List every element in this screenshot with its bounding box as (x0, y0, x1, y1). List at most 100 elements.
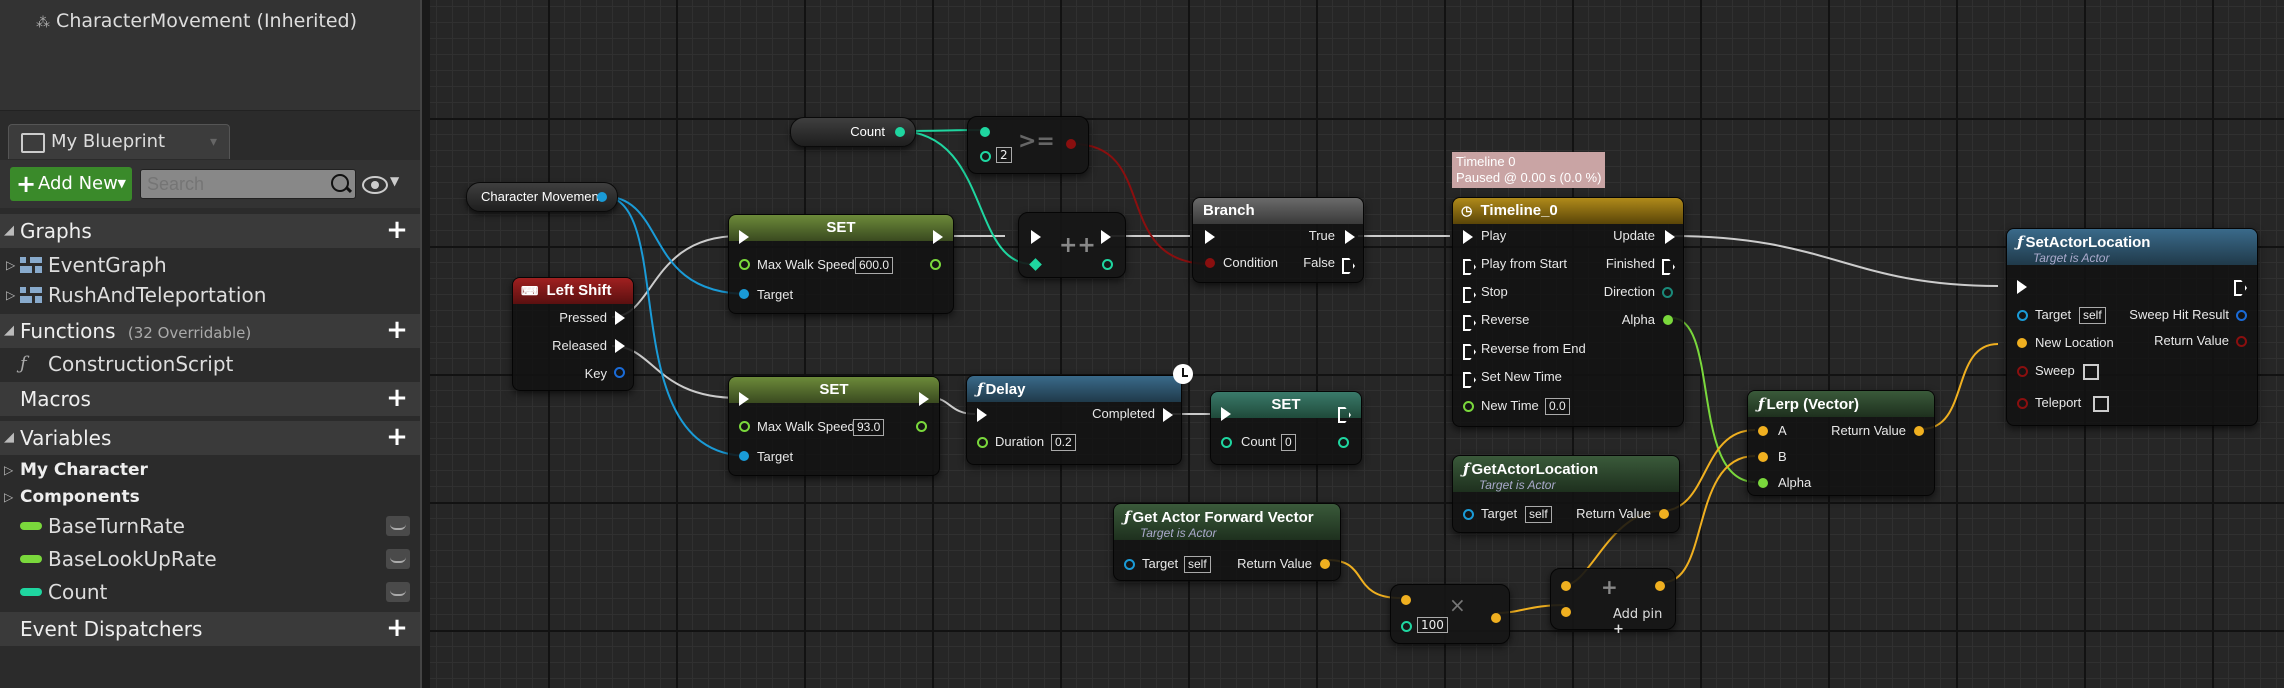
value-box[interactable]: 93.0 (853, 419, 885, 436)
node-timeline[interactable]: ◷ Timeline_0 Play Play from Start Stop R… (1452, 197, 1684, 427)
node-increment[interactable]: ++ (1018, 212, 1126, 278)
vector-pin-a[interactable] (1758, 426, 1768, 436)
collapse-icon[interactable]: ◢ (4, 323, 14, 338)
collapse-icon[interactable]: ◢ (4, 430, 14, 445)
float-pin[interactable] (739, 259, 750, 270)
exec-out-pin[interactable] (919, 392, 929, 406)
node-set-max-walk-speed-1[interactable]: SET Max Walk Speed 600.0 Target (728, 214, 954, 314)
hit-result-pin[interactable] (2236, 310, 2247, 321)
int-out-pin[interactable] (1338, 437, 1349, 448)
exec-in-pin[interactable] (2017, 280, 2027, 294)
exec-true-pin[interactable] (1345, 230, 1355, 244)
vector-pin[interactable] (2017, 338, 2027, 348)
search-icon[interactable] (331, 174, 349, 192)
exec-in-pin[interactable] (1031, 230, 1041, 244)
expand-icon[interactable]: ▷ (4, 490, 14, 504)
exec-pressed-pin[interactable] (615, 311, 625, 325)
node-set-count[interactable]: SET Count 0 (1210, 391, 1362, 465)
float-alpha-pin[interactable] (1758, 478, 1768, 488)
vector-pin-b[interactable] (1758, 452, 1768, 462)
float-pin[interactable] (1463, 401, 1474, 412)
exec-pin[interactable] (1463, 287, 1476, 303)
close-icon[interactable]: ▾ (209, 134, 217, 150)
exec-out-pin[interactable] (2234, 280, 2247, 296)
variable-item[interactable]: BaseTurnRate (0, 510, 420, 542)
graph-item-rush[interactable]: ▷ RushAndTeleportation (0, 280, 420, 310)
section-macros[interactable]: Macros + (0, 382, 420, 416)
section-graphs[interactable]: ◢ Graphs + (0, 214, 420, 248)
visibility-toggle-icon[interactable] (386, 549, 410, 569)
teleport-checkbox[interactable] (2093, 396, 2109, 412)
exec-out-pin[interactable] (1101, 230, 1111, 244)
bool-pin[interactable] (2017, 366, 2028, 377)
exec-update-pin[interactable] (1665, 230, 1675, 244)
variable-group-my-character[interactable]: ▷ My Character (0, 456, 420, 484)
int-pin[interactable] (895, 127, 905, 137)
add-function-button[interactable]: + (386, 315, 408, 345)
value-box[interactable]: 100 (1417, 617, 1448, 633)
exec-pin[interactable] (1463, 344, 1476, 360)
bool-pin[interactable] (2017, 398, 2028, 409)
exec-pin[interactable] (1463, 259, 1476, 275)
exec-in-pin[interactable] (1205, 230, 1215, 244)
value-box[interactable]: 2 (996, 147, 1012, 163)
vector-pin[interactable] (1320, 559, 1330, 569)
value-box[interactable]: 0.2 (1051, 434, 1076, 451)
expand-icon[interactable]: ▷ (4, 463, 14, 477)
function-item-constructionscript[interactable]: ƒ ConstructionScript (0, 349, 420, 379)
expand-icon[interactable]: ▷ (6, 288, 16, 302)
add-dispatcher-button[interactable]: + (386, 613, 408, 643)
collapse-icon[interactable]: ◢ (4, 223, 14, 238)
expand-icon[interactable]: ▷ (6, 258, 16, 272)
add-new-button[interactable]: + Add New ▼ (10, 167, 132, 201)
int-pin-b[interactable] (1401, 621, 1412, 632)
search-box[interactable] (140, 169, 356, 199)
object-pin[interactable] (739, 289, 749, 299)
graph-item-eventgraph[interactable]: ▷ EventGraph (0, 250, 420, 280)
add-graph-button[interactable]: + (386, 215, 408, 245)
node-character-movement[interactable]: Character Movement (466, 182, 618, 212)
exec-in-pin[interactable] (739, 230, 749, 244)
node-count-variable[interactable]: Count (790, 117, 916, 147)
int-pin[interactable] (1102, 259, 1113, 270)
object-pin[interactable] (1463, 509, 1474, 520)
object-pin[interactable] (2017, 310, 2028, 321)
vector-out-pin[interactable] (1655, 581, 1665, 591)
exec-out-pin[interactable] (933, 230, 943, 244)
variable-item[interactable]: BaseLookUpRate (0, 543, 420, 575)
blueprint-graph[interactable]: Character Movement Count 2 >= ++ Branch … (430, 0, 2284, 688)
variable-group-components[interactable]: ▷ Components (0, 483, 420, 511)
node-greater-equal[interactable]: 2 >= (967, 116, 1089, 174)
exec-in-pin[interactable] (1221, 407, 1231, 421)
node-left-shift[interactable]: ⌨ Left Shift Pressed Released Key (512, 277, 634, 391)
vector-out-pin[interactable] (1491, 613, 1501, 623)
component-character-movement[interactable]: ⁂ CharacterMovement (Inherited) (36, 10, 357, 32)
vector-pin-a[interactable] (1561, 581, 1571, 591)
node-set-max-walk-speed-2[interactable]: SET Max Walk Speed 93.0 Target (728, 376, 940, 476)
node-multiply[interactable]: 100 × (1390, 584, 1510, 644)
int-pin-b[interactable] (980, 151, 991, 162)
float-pin[interactable] (739, 421, 750, 432)
section-variables[interactable]: ◢ Variables + (0, 421, 420, 455)
visibility-toggle-icon[interactable] (386, 582, 410, 602)
exec-completed-pin[interactable] (1163, 408, 1173, 422)
exec-false-pin[interactable] (1342, 258, 1355, 274)
exec-play-pin[interactable] (1463, 230, 1473, 244)
alpha-pin[interactable] (1663, 315, 1673, 325)
section-functions[interactable]: ◢ Functions (32 Overridable) + (0, 314, 420, 348)
exec-pin[interactable] (1463, 372, 1476, 388)
exec-finished-pin[interactable] (1662, 259, 1675, 275)
visibility-toggle-icon[interactable] (386, 516, 410, 536)
tab-my-blueprint[interactable]: My Blueprint ▾ (8, 124, 230, 159)
direction-pin[interactable] (1662, 287, 1673, 298)
int-ref-pin[interactable] (1029, 258, 1042, 271)
key-pin[interactable] (614, 367, 625, 378)
exec-pin[interactable] (1463, 315, 1476, 331)
value-box[interactable]: 600.0 (855, 257, 894, 274)
value-box[interactable]: 0 (1281, 434, 1296, 451)
vector-out-pin[interactable] (1914, 426, 1924, 436)
